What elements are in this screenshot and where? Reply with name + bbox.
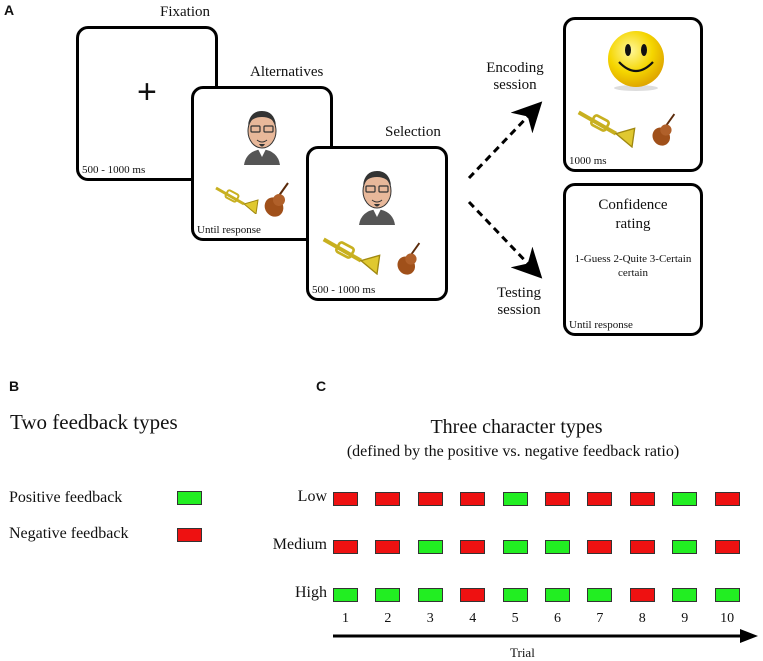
trial-tick-5: 5 xyxy=(511,611,519,626)
feedback-cell-medium-2-negative xyxy=(375,540,401,554)
panel-c-title: Three character types xyxy=(430,416,603,438)
selection-title: Selection xyxy=(385,124,441,140)
trial-axis-label: Trial xyxy=(510,645,535,660)
feedback-cell-medium-9-positive xyxy=(672,540,698,554)
encoding-arrow xyxy=(467,101,543,180)
trumpet-icon xyxy=(215,186,259,214)
fixation-duration: 500 - 1000 ms xyxy=(82,164,146,176)
feedback-cell-low-2-negative xyxy=(375,492,401,506)
feedback-cell-high-9-positive xyxy=(672,588,698,602)
feedback-cell-medium-10-negative xyxy=(714,540,740,554)
feedback-cell-low-1-negative xyxy=(333,492,358,506)
legend-positive-swatch xyxy=(177,491,202,505)
feedback-cell-high-4-negative xyxy=(460,588,486,602)
confidence-scale-line1: 1-Guess 2-Quite 3-Certain xyxy=(574,253,692,265)
legend-positive-label: Positive feedback xyxy=(9,489,123,506)
confidence-title-line2: rating xyxy=(615,216,651,232)
trial-tick-2: 2 xyxy=(384,611,392,626)
feedback-cell-high-6-positive xyxy=(545,588,570,602)
encoding-session-label: Encoding session xyxy=(480,60,550,94)
feedback-cell-high-5-positive xyxy=(502,588,528,602)
trial-tick-7: 7 xyxy=(596,611,604,626)
trial-axis-arrowhead-icon xyxy=(740,629,758,643)
fixation-title: Fixation xyxy=(160,4,211,20)
confidence-scale-line2: certain xyxy=(618,267,648,279)
trial-tick-3: 3 xyxy=(426,611,434,626)
feedback-cell-high-1-positive xyxy=(333,588,358,602)
feedback-cell-medium-6-positive xyxy=(545,540,570,554)
feedback-cell-low-3-negative xyxy=(417,492,443,506)
feedback-cell-medium-5-positive xyxy=(502,540,528,554)
violin-icon xyxy=(397,242,421,275)
panel-b-title: Two feedback types xyxy=(10,410,178,434)
feedback-cell-low-8-negative xyxy=(629,492,655,506)
row-label-high: High xyxy=(295,584,327,601)
testing-session-label: Testing session xyxy=(484,285,554,319)
fixation-cross-icon: + xyxy=(137,73,157,111)
testing-screen: Confidence rating 1-Guess 2-Quite 3-Cert… xyxy=(563,183,703,336)
legend-negative-swatch xyxy=(177,528,202,542)
trial-axis xyxy=(333,629,758,643)
row-label-medium: Medium xyxy=(272,536,327,553)
confidence-title-line1: Confidence xyxy=(598,197,668,213)
feedback-cell-low-7-negative xyxy=(587,492,613,506)
violin-icon xyxy=(652,113,676,146)
trial-tick-8: 8 xyxy=(638,611,646,626)
trumpet-selected-icon xyxy=(322,237,381,275)
feedback-cell-high-7-positive xyxy=(587,588,613,602)
testing-label-line2: session xyxy=(497,302,541,318)
confidence-rating-title: Confidence rating xyxy=(566,196,700,234)
encoding-label-line2: session xyxy=(493,77,537,93)
selection-duration: 500 - 1000 ms xyxy=(312,284,376,296)
legend-negative-label: Negative feedback xyxy=(9,525,129,542)
trial-tick-10: 10 xyxy=(720,611,735,626)
testing-arrow xyxy=(467,200,543,279)
feedback-cell-low-10-negative xyxy=(714,492,740,506)
character-avatar-icon xyxy=(244,111,280,165)
panel-a-letter: A xyxy=(4,2,15,18)
trial-tick-1: 1 xyxy=(342,611,349,626)
selection-screen: 500 - 1000 ms xyxy=(306,146,448,301)
trial-tick-9: 9 xyxy=(681,611,689,626)
alternatives-duration: Until response xyxy=(197,224,261,236)
testing-duration: Until response xyxy=(569,319,633,331)
feedback-cell-low-6-negative xyxy=(545,492,570,506)
row-label-low: Low xyxy=(297,488,327,505)
panel-c-subtitle: (defined by the positive vs. negative fe… xyxy=(346,443,680,460)
feedback-cell-high-3-positive xyxy=(417,588,443,602)
encoding-duration: 1000 ms xyxy=(569,155,607,167)
character-avatar-icon xyxy=(359,171,395,225)
feedback-cell-low-9-positive xyxy=(672,492,698,506)
panel-c-letter: C xyxy=(316,378,327,394)
trumpet-icon xyxy=(577,110,636,148)
feedback-cell-medium-1-negative xyxy=(333,540,358,554)
branch-arrows xyxy=(467,101,543,279)
trial-tick-4: 4 xyxy=(469,611,477,626)
feedback-cell-medium-3-positive xyxy=(417,540,443,554)
feedback-cell-medium-4-negative xyxy=(460,540,486,554)
panel-b-letter: B xyxy=(9,378,20,394)
feedback-cell-medium-8-negative xyxy=(629,540,655,554)
testing-label-line1: Testing xyxy=(497,285,541,301)
encoding-label-line1: Encoding xyxy=(486,60,544,76)
feedback-cell-high-2-positive xyxy=(375,588,401,602)
feedback-cell-high-10-positive xyxy=(714,588,740,602)
violin-icon xyxy=(264,182,289,217)
feedback-cell-low-4-negative xyxy=(460,492,486,506)
feedback-cell-high-8-negative xyxy=(629,588,655,602)
alternatives-title: Alternatives xyxy=(250,64,324,80)
encoding-screen: 1000 ms xyxy=(563,17,703,172)
feedback-cell-medium-7-negative xyxy=(587,540,613,554)
confidence-scale: 1-Guess 2-Quite 3-Certain certain xyxy=(566,252,700,280)
feedback-cell-low-5-positive xyxy=(502,492,528,506)
smiley-face-icon xyxy=(608,31,664,91)
trial-tick-6: 6 xyxy=(554,611,561,626)
